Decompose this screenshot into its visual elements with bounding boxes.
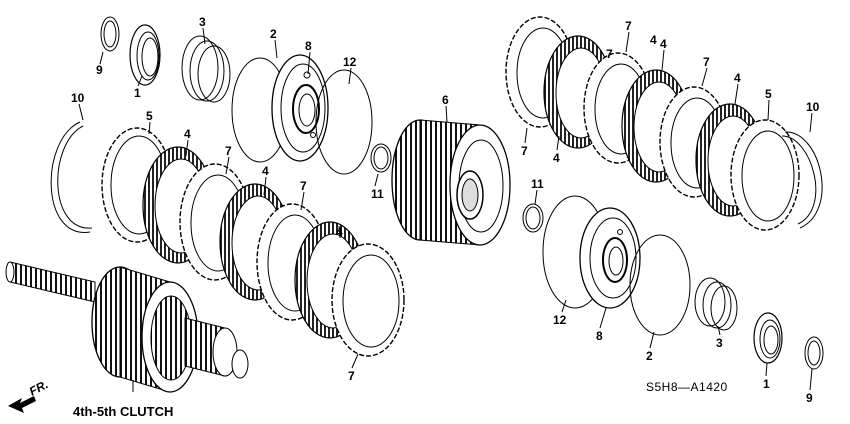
snap-ring-10-right: [781, 131, 823, 229]
snap-ring-9-bottom: [804, 336, 824, 370]
callout-o-ring-2-bottom: 2: [646, 349, 653, 363]
callout-piston-8-bottom: 8: [596, 329, 603, 343]
diagram-part-code: S5H8—A1420: [646, 380, 728, 394]
spring-3-top: [181, 35, 231, 103]
callout-steel-plate-7-b: 7: [300, 179, 307, 193]
callout-spring-3-bottom: 3: [716, 336, 723, 350]
assembly-caption: 4th-5th CLUTCH: [73, 404, 173, 419]
callout-friction-disc-4-right-c: 4: [734, 71, 741, 85]
washer-1-bottom: [753, 312, 783, 364]
callout-o-ring-11-bottom: 11: [531, 177, 544, 191]
callout-clutch-drum-6: 6: [442, 93, 449, 107]
callout-washer-1-bottom: 1: [763, 377, 770, 391]
callout-steel-plate-7-right-d: 7: [606, 47, 613, 61]
direction-label: FR.: [27, 377, 51, 398]
washer-1-top: [129, 24, 161, 86]
callout-friction-disc-4-right-b: 4: [660, 37, 667, 51]
snap-ring-9-top: [100, 16, 120, 52]
callout-washer-1-top: 1: [134, 86, 141, 100]
callout-snap-ring-10-right: 10: [806, 100, 820, 114]
callout-spring-3-top: 3: [199, 15, 206, 29]
snap-ring-10-left: [50, 121, 93, 233]
callout-o-ring-12-top: 12: [343, 55, 357, 69]
callout-end-plate-5-left: 5: [146, 109, 153, 123]
piston-8-top: [271, 54, 329, 162]
leader-lines: [78, 27, 813, 392]
callout-snap-ring-9-top: 9: [96, 63, 103, 77]
callout-end-plate-5-right: 5: [765, 87, 772, 101]
piston-8-bottom: [579, 207, 641, 309]
callout-steel-plate-7-right-a: 7: [521, 144, 528, 158]
callout-o-ring-12-bottom: 12: [553, 313, 567, 327]
callout-friction-disc-4-c: 4: [336, 225, 343, 239]
mainshaft-clutch-assembly: [5, 261, 249, 393]
callout-snap-ring-9-bottom: 9: [806, 391, 813, 405]
spring-3-bottom: [694, 277, 738, 331]
o-ring-2-bottom: [629, 234, 691, 336]
callout-friction-disc-4-b: 4: [262, 164, 269, 178]
o-ring-11-top: [370, 143, 392, 173]
callout-steel-plate-7-a: 7: [225, 144, 232, 158]
callout-piston-8-top: 8: [305, 39, 312, 53]
callout-steel-plate-7-right-c: 7: [703, 55, 710, 69]
o-ring-12-top: [315, 69, 373, 175]
callout-snap-ring-10-left: 10: [71, 91, 85, 105]
callout-steel-plate-7-right-b: 7: [625, 19, 632, 33]
end-plate-5-right: [730, 119, 800, 231]
steel-plate-7-left-c: [331, 243, 405, 357]
o-ring-11-bottom: [522, 203, 544, 233]
front-direction-arrow-icon: [8, 396, 36, 413]
callout-friction-disc-4-a: 4: [184, 127, 191, 141]
callout-o-ring-2-top: 2: [270, 27, 277, 41]
callout-friction-disc-4-right-d: 4: [650, 33, 657, 47]
callout-o-ring-11-top: 11: [371, 187, 384, 201]
callout-friction-disc-4-right-a: 4: [553, 151, 560, 165]
clutch-drum-6: [391, 119, 511, 246]
callout-steel-plate-7-c: 7: [348, 369, 355, 383]
